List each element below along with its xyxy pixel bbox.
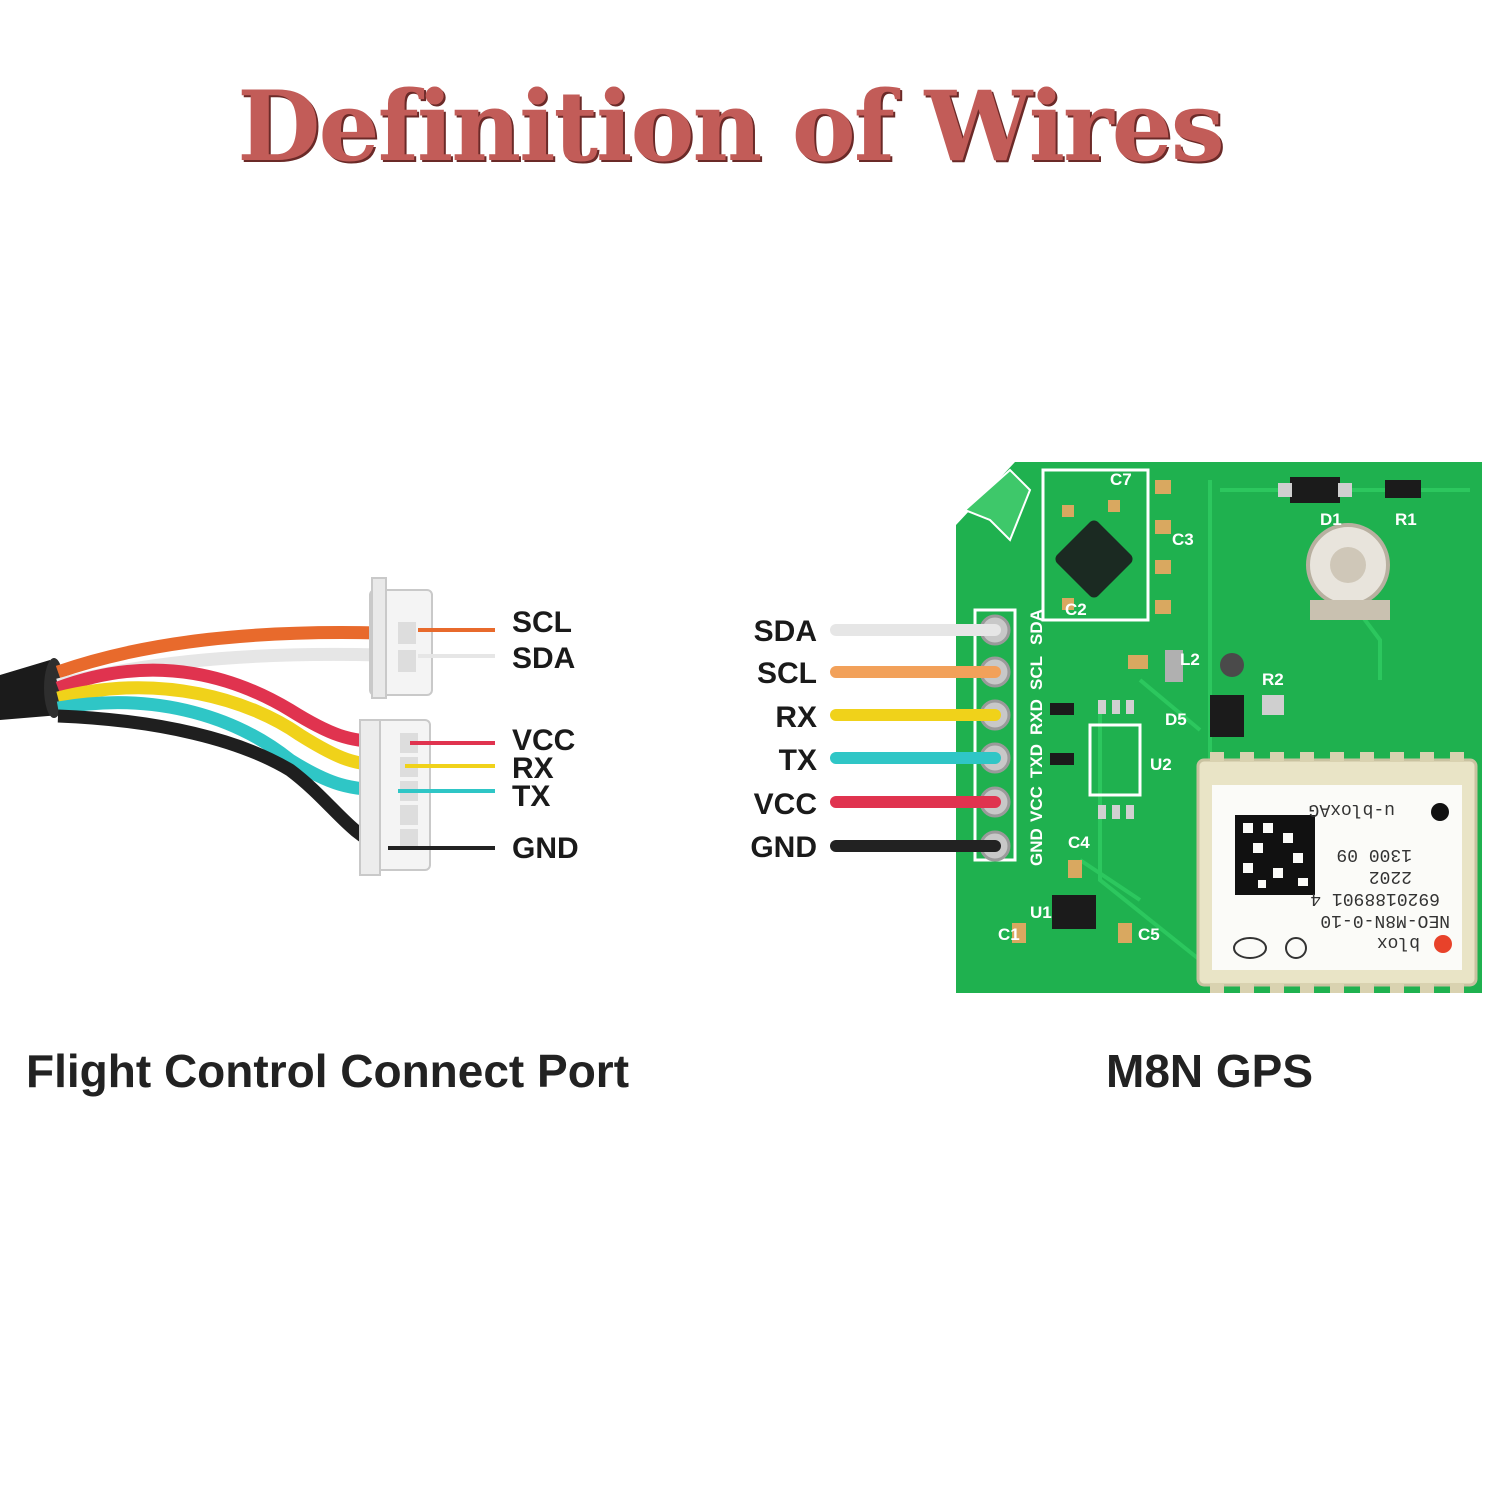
ref-l2: L2: [1180, 650, 1200, 669]
flight-control-cable: SCL SDA VCC RX TX GND: [0, 577, 579, 876]
module-text-4: NEO-M8N-0-10: [1320, 910, 1450, 930]
header-silkscreen: SDA SCL RXD TXD VCC GND: [1027, 609, 1046, 866]
status-dot: [1434, 935, 1452, 953]
flight-control-caption: Flight Control Connect Port: [26, 1045, 630, 1097]
top-connector: [369, 577, 433, 699]
ref-u2: U2: [1150, 755, 1172, 774]
silk-vcc: VCC: [1027, 786, 1046, 822]
ref-c1: C1: [998, 925, 1020, 944]
neo-m8n-module: u-bloxAG 1300 09 2202 6920188901 4 NEO-M…: [1196, 752, 1478, 993]
ref-r1: R1: [1395, 510, 1417, 529]
regulator: [1210, 695, 1244, 737]
ref-r2: R2: [1262, 670, 1284, 689]
compass-chip: [1055, 520, 1133, 598]
gps-caption: M8N GPS: [1106, 1045, 1314, 1097]
silk-txd: TXD: [1027, 744, 1046, 778]
module-text-1: 1300 09: [1336, 844, 1412, 864]
silk-scl: SCL: [1027, 656, 1046, 690]
gps-label-vcc: VCC: [754, 788, 817, 821]
module-text-5: blox: [1377, 932, 1420, 952]
u1-chip: [1052, 895, 1096, 929]
module-text-brand: u-bloxAG: [1309, 799, 1395, 819]
label-sda: SDA: [512, 642, 575, 675]
gps-label-scl: SCL: [757, 657, 817, 690]
gps-label-rx: RX: [775, 701, 817, 734]
gps-label-gnd: GND: [750, 831, 817, 864]
page-title: Definition of Wires: [237, 70, 1224, 183]
header-outline: [973, 608, 1017, 862]
compass-outline: [1041, 468, 1150, 622]
module-text-2: 2202: [1369, 866, 1412, 886]
label-vcc: VCC: [512, 724, 575, 757]
e4-icon: [1233, 937, 1267, 959]
silk-sda: SDA: [1027, 609, 1046, 645]
wire-scl: [55, 625, 381, 679]
wire-vcc: [55, 663, 386, 749]
wire-rx: [56, 681, 389, 772]
ref-c7: C7: [1110, 470, 1132, 489]
label-scl: SCL: [512, 606, 572, 639]
silk-rxd: RXD: [1027, 699, 1046, 735]
wire-tx: [56, 696, 391, 797]
label-rx: RX: [512, 752, 554, 785]
module-text-3: 6920188901 4: [1310, 888, 1440, 908]
ref-c5: C5: [1138, 925, 1160, 944]
gps-label-tx: TX: [779, 744, 817, 777]
ref-u1: U1: [1030, 903, 1052, 922]
u2-outline: [1088, 723, 1142, 797]
label-tx: TX: [512, 780, 550, 813]
gps-label-sda: SDA: [754, 615, 817, 648]
ref-c2: C2: [1065, 600, 1087, 619]
ref-c3: C3: [1172, 530, 1194, 549]
silk-gnd: GND: [1027, 828, 1046, 866]
ref-c4: C4: [1068, 833, 1090, 852]
bottom-connector: [359, 719, 431, 876]
diode: [1290, 477, 1340, 503]
pb-icon: [1285, 937, 1307, 959]
ref-d5: D5: [1165, 710, 1187, 729]
label-gnd: GND: [512, 832, 579, 865]
wire-gnd: [57, 709, 383, 852]
logo-mark: [963, 468, 1032, 542]
gps-board: C7 C2 C3 C4 C5 C1 U1 U2 D1 D5 R1 R2 L2 S…: [750, 462, 1482, 993]
ref-d1: D1: [1320, 510, 1342, 529]
